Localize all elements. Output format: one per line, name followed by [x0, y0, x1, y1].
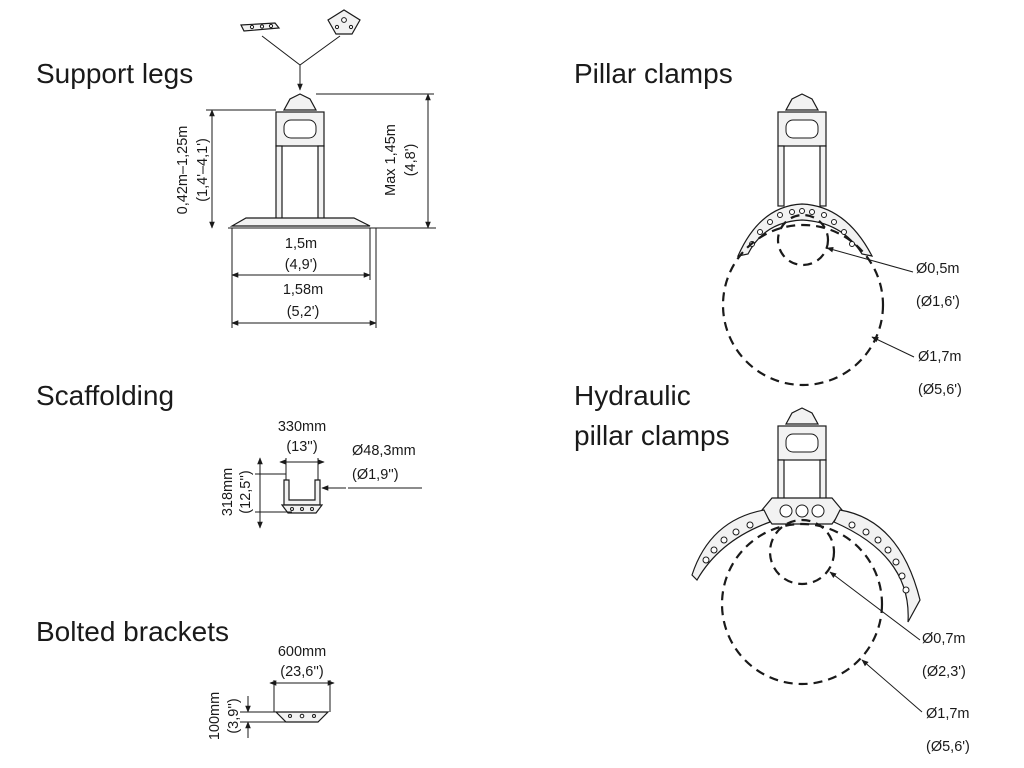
- pillar-min-circle: [776, 213, 830, 267]
- tube-diameter-label: Ø48,3mm: [352, 443, 416, 459]
- mounting-plate-right: [327, 9, 361, 35]
- scaffolding-section: Scaffolding 330mm (13'') 318mm (12,5'') …: [36, 380, 422, 529]
- width-inner-imperial-label: (4,9'): [285, 257, 318, 273]
- hydraulic-max-diameter-label: Ø1,7m: [926, 706, 970, 722]
- pillar-max-circle: [721, 223, 885, 387]
- width-outer-label: 1,58m: [283, 282, 323, 298]
- pillar-clamp-tower: [777, 93, 827, 207]
- max-height-label: Max 1,45m: [383, 124, 399, 196]
- pillar-max-diameter-imperial-label: (Ø5,6'): [918, 382, 962, 398]
- hydraulic-title-line2: pillar clamps: [574, 420, 730, 451]
- width-inner-label: 1,5m: [285, 236, 317, 252]
- pillar-clamp-holes: [749, 208, 855, 247]
- connector-lines: [261, 35, 341, 66]
- bolted-height-imperial-label: (3,9''): [226, 698, 242, 733]
- height-range-label: 0,42m–1,25m: [175, 126, 191, 215]
- bolted-width-imperial-label: (23,6''): [280, 664, 323, 680]
- bolted-brackets-section: Bolted brackets 600mm (23,6'') 100mm (3,…: [36, 616, 335, 740]
- hydraulic-max-diameter-imperial-label: (Ø5,6'): [926, 739, 970, 755]
- scaffolding-bracket: [280, 479, 324, 514]
- hydraulic-clamp-tower: [777, 407, 827, 501]
- hydraulic-arm-holes: [702, 521, 910, 594]
- hydraulic-max-circle: [720, 522, 884, 686]
- width-outer-imperial-label: (5,2'): [287, 304, 320, 320]
- mounting-plate-left: [240, 22, 281, 32]
- bolted-height-label: 100mm: [207, 692, 223, 740]
- bolted-brackets-title: Bolted brackets: [36, 616, 229, 647]
- pillar-clamps-title: Pillar clamps: [574, 58, 733, 89]
- pillar-clamps-section: Pillar clamps Ø0,5m (Ø1,6') Ø1,7m (Ø5,6'…: [574, 58, 962, 398]
- pillar-max-diameter-label: Ø1,7m: [918, 349, 962, 365]
- hydraulic-min-diameter-label: Ø0,7m: [922, 631, 966, 647]
- height-range-imperial-label: (1,4'–4,1'): [195, 138, 211, 202]
- pillar-min-diameter-label: Ø0,5m: [916, 261, 960, 277]
- scaffolding-title: Scaffolding: [36, 380, 174, 411]
- hydraulic-title-line1: Hydraulic: [574, 380, 691, 411]
- pillar-min-diameter-imperial-label: (Ø1,6'): [916, 294, 960, 310]
- bolted-bracket: [274, 711, 330, 723]
- hydraulic-min-diameter-imperial-label: (Ø2,3'): [922, 664, 966, 680]
- pillar-clamp-arm: [736, 203, 874, 257]
- support-legs-section: Support legs 0,42m–1,25m (1,4'–4,1'): [36, 9, 436, 328]
- scaffolding-width-imperial-label: (13''): [286, 439, 317, 455]
- hydraulic-min-circle: [768, 518, 836, 586]
- hydraulic-pillar-clamps-section: Hydraulic pillar clamps Ø0,7m (Ø2,3') Ø1…: [574, 380, 970, 755]
- support-legs-title: Support legs: [36, 58, 193, 89]
- scaffolding-height-imperial-label: (12,5''): [238, 470, 254, 513]
- max-height-imperial-label: (4,8'): [403, 144, 419, 177]
- tube-diameter-imperial-label: (Ø1,9''): [352, 467, 399, 483]
- hydraulic-arm-right: [833, 509, 921, 623]
- scaffolding-width-label: 330mm: [278, 419, 326, 435]
- bolted-width-label: 600mm: [278, 644, 326, 660]
- scaffolding-height-label: 318mm: [220, 468, 236, 516]
- support-leg-tower: [229, 93, 371, 227]
